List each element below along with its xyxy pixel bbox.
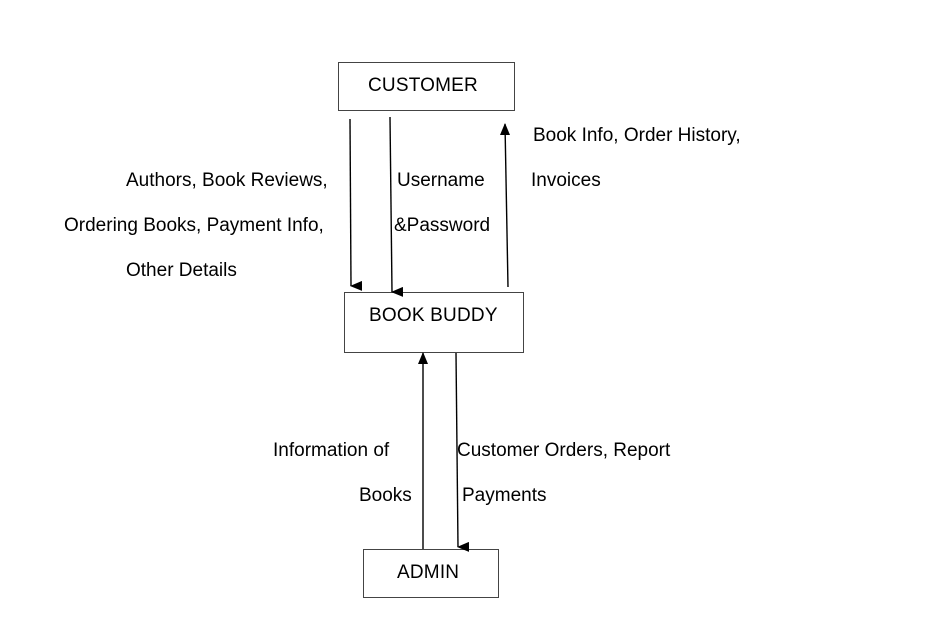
- flow-label-credentials-1: Username: [397, 170, 485, 191]
- customer-entity: CUSTOMER: [338, 62, 515, 111]
- flow-label-system-to-customer-1: Book Info, Order History,: [533, 125, 741, 146]
- flow-label-admin-to-system-1: Information of: [273, 440, 390, 461]
- flow-label-customer-details-1: Authors, Book Reviews,: [126, 170, 328, 191]
- flow-label-credentials-2: &Password: [394, 215, 491, 236]
- arrow-customer-credentials: [389, 116, 404, 297]
- book-buddy-process-label: BOOK BUDDY: [369, 305, 498, 326]
- flow-label-system-to-customer-2: Invoices: [531, 170, 601, 191]
- arrow-system-to-customer: [500, 123, 510, 288]
- admin-entity-label: ADMIN: [397, 562, 460, 583]
- flow-label-customer-details-2: Ordering Books, Payment Info,: [64, 215, 324, 236]
- admin-entity: ADMIN: [363, 549, 499, 598]
- customer-entity-label: CUSTOMER: [368, 75, 478, 96]
- flow-label-admin-to-system-2: Books: [359, 485, 412, 506]
- book-buddy-process: BOOK BUDDY: [344, 292, 524, 353]
- flow-label-system-to-admin-1: Customer Orders, Report: [457, 440, 671, 461]
- flow-label-customer-details-3: Other Details: [126, 260, 237, 281]
- flow-label-system-to-admin-2: Payments: [462, 485, 547, 506]
- arrow-system-to-admin: [455, 352, 470, 552]
- arrow-customer-details: [349, 118, 363, 291]
